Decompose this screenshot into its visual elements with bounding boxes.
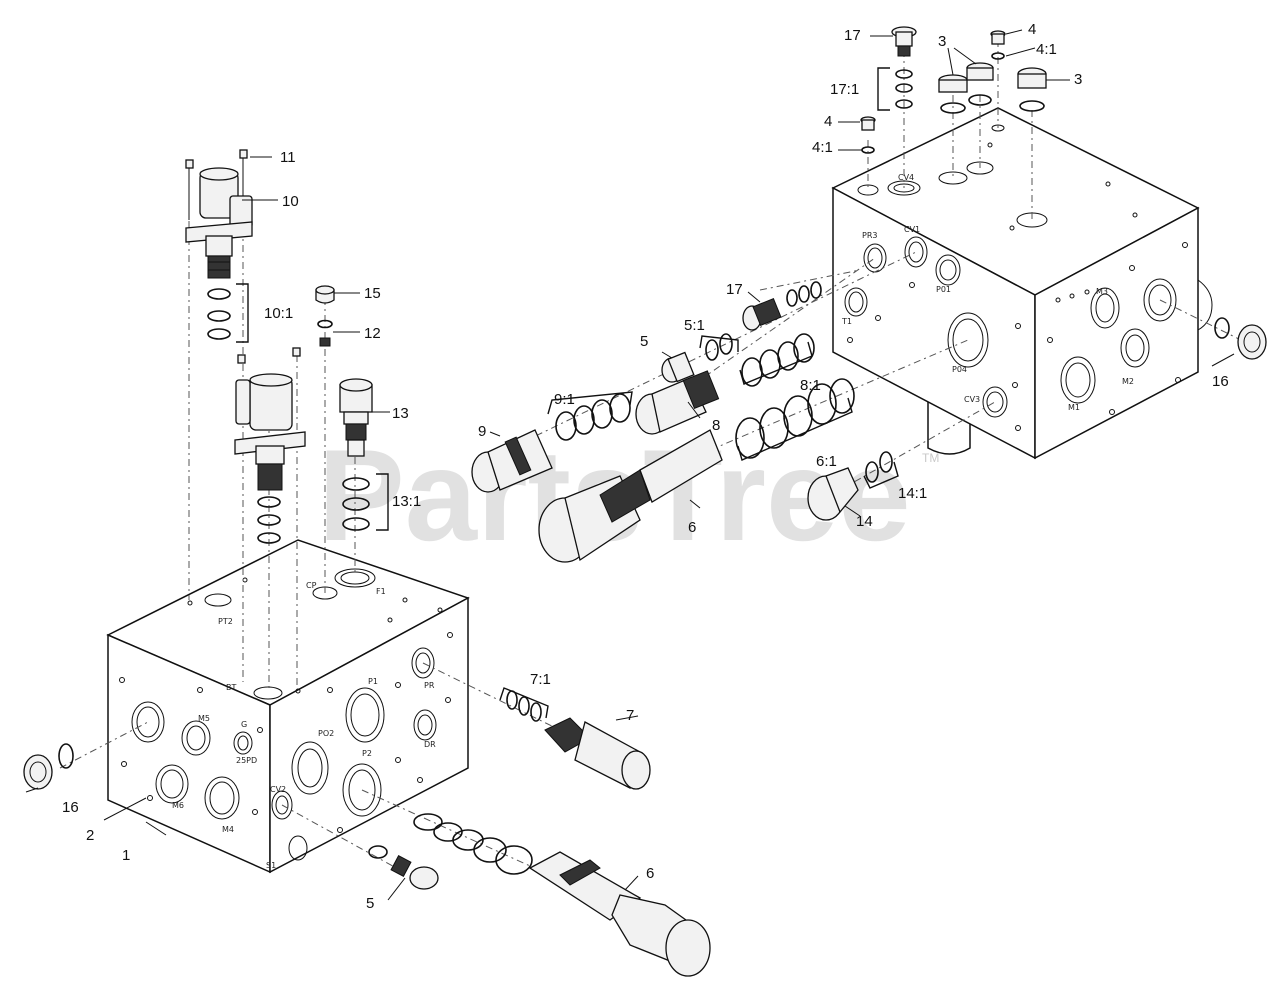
callout-4b: 4	[824, 113, 832, 130]
port-label-m5: M5	[198, 714, 210, 723]
port-label-f1: F1	[376, 587, 386, 596]
port-label-s1: S1	[266, 861, 276, 870]
plug-14	[807, 451, 893, 521]
callout-15: 15	[364, 285, 381, 302]
callout-6-1: 6:1	[816, 453, 837, 470]
solenoid-valve-10	[185, 167, 253, 279]
port-label-m1: M1	[1068, 403, 1080, 412]
right-block-top-parts	[860, 26, 1047, 154]
callout-3a: 3	[938, 33, 946, 50]
cartridge-6-lower	[413, 813, 711, 977]
watermark-trademark: TM	[922, 451, 939, 465]
callout-17-1: 17:1	[830, 81, 859, 98]
callout-5a: 5	[640, 333, 648, 350]
callout-8: 8	[712, 417, 720, 434]
port-label-cv1: CV1	[904, 225, 920, 234]
port-label-p01: P01	[936, 285, 951, 294]
leader-lines	[25, 29, 1235, 901]
port-label-dr: DR	[424, 740, 436, 749]
cartridge-valve-13	[339, 378, 389, 531]
port-label-p2: P2	[362, 749, 372, 758]
plug-16-right	[1214, 317, 1267, 360]
cartridge-8	[635, 333, 815, 435]
callout-1: 1	[122, 847, 130, 864]
plug-5-lower	[368, 845, 439, 890]
callout-16b: 16	[1212, 373, 1229, 390]
callout-10-1: 10:1	[264, 305, 293, 322]
callout-17b: 17	[726, 281, 743, 298]
port-label-g: G	[241, 720, 247, 729]
callout-5b: 5	[366, 895, 374, 912]
port-label-25pd: 25PD	[236, 756, 257, 765]
plug-5-upper	[661, 333, 733, 383]
callout-13: 13	[392, 405, 409, 422]
callout-11: 11	[280, 149, 296, 166]
plug-15	[315, 285, 335, 347]
solenoid-valve-10-lower	[234, 373, 306, 544]
callout-9-1: 9:1	[554, 391, 575, 408]
callout-labels: 1 2 3 3 4 4 4:1 4:1 5 5 5:1 6 6 6:1 7 7:…	[62, 21, 1229, 912]
left-manifold-block: M5 M6 M4 G 25PD CV2 S1 P1 PO2 P2 PR DR P…	[106, 539, 470, 874]
port-label-pt2: PT2	[218, 617, 233, 626]
port-label-cv3: CV3	[964, 395, 980, 404]
port-label-po2: PO2	[318, 729, 334, 738]
port-label-cv4: CV4	[898, 173, 914, 182]
callout-6b: 6	[646, 865, 654, 882]
callout-6a: 6	[688, 519, 696, 536]
callout-3b: 3	[1074, 71, 1082, 88]
port-label-pr3: PR3	[862, 231, 877, 240]
callout-12: 12	[364, 325, 381, 342]
screw-11	[185, 149, 301, 364]
port-label-bt: BT	[226, 683, 236, 692]
callout-7: 7	[626, 707, 634, 724]
callout-4-1a: 4:1	[1036, 41, 1057, 58]
port-label-m4: M4	[222, 825, 234, 834]
cartridge-9	[471, 393, 631, 493]
port-label-m2: M2	[1122, 377, 1134, 386]
callout-4-1b: 4:1	[812, 139, 833, 156]
o-rings-10-1	[207, 283, 249, 343]
callout-14: 14	[856, 513, 873, 530]
callout-16a: 16	[62, 799, 79, 816]
callout-4a: 4	[1028, 21, 1036, 38]
callout-9: 9	[478, 423, 486, 440]
cartridge-7	[506, 690, 651, 790]
callout-10: 10	[282, 193, 299, 210]
callout-8-1: 8:1	[800, 377, 821, 394]
cartridge-6-upper	[538, 378, 855, 563]
port-label-cp: CP	[306, 581, 317, 590]
callout-14-1: 14:1	[898, 485, 927, 502]
right-manifold-block: PR3 CV1 P01 T1 P04 CV3 M1 M2 M3 CV4	[831, 107, 1213, 460]
port-label-p04: P04	[952, 365, 967, 374]
callout-13-1: 13:1	[392, 493, 421, 510]
port-label-m6: M6	[172, 801, 184, 810]
port-label-m3: M3	[1096, 287, 1108, 296]
callout-7-1: 7:1	[530, 671, 551, 688]
port-label-p1: P1	[368, 677, 378, 686]
port-label-pr: PR	[424, 681, 435, 690]
cartridge-17-middle	[742, 281, 822, 331]
plug-16-left	[23, 743, 74, 790]
callout-5-1: 5:1	[684, 317, 705, 334]
port-label-t1: T1	[841, 317, 852, 326]
callout-2: 2	[86, 827, 94, 844]
callout-17a: 17	[844, 27, 861, 44]
port-label-cv2: CV2	[270, 785, 286, 794]
